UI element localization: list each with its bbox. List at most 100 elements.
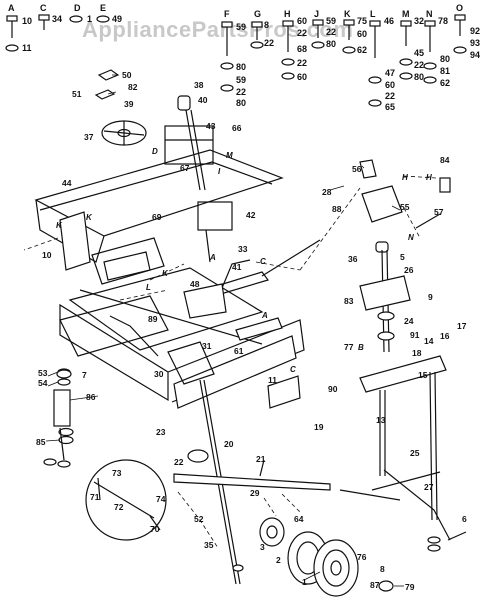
bracket-56: [359, 159, 377, 179]
spindle-washer-23: [427, 544, 441, 552]
callout-36: 36: [348, 254, 358, 264]
steering-linkage: [183, 239, 321, 409]
steering-gear: [187, 449, 209, 463]
callout-84: 84: [440, 155, 450, 165]
kit-letter-j: J: [314, 9, 319, 19]
callout-41: 41: [232, 262, 242, 272]
ref-c-1: C: [260, 257, 266, 266]
frame-support-plate: [103, 251, 151, 281]
kit-o-part-2: 93: [470, 38, 480, 48]
callout-14: 14: [424, 336, 434, 346]
washer-7c: [57, 460, 71, 468]
kit-h-part-3: 68: [297, 44, 307, 54]
kit-m-part-1: 32: [414, 16, 424, 26]
axle-arm: [383, 469, 451, 541]
bracket-48: [183, 283, 227, 319]
kit-l-part-3: 60: [385, 80, 395, 90]
callout-91: 91: [410, 330, 420, 340]
callout-33: 33: [238, 244, 248, 254]
callout-15: 15: [418, 370, 428, 380]
frame-tie-bar: [79, 289, 263, 345]
ref-h-1: H: [402, 173, 408, 182]
kit-letter-n: N: [426, 9, 433, 19]
kit-letter-c: C: [40, 3, 47, 13]
callout-64: 64: [294, 514, 304, 524]
callout-29: 29: [250, 488, 260, 498]
spindle-washer-22: [427, 536, 441, 544]
kit-letter-o: O: [456, 3, 463, 13]
kit-e-part-1: 49: [112, 14, 122, 24]
kit-l-part-1: 46: [384, 16, 394, 26]
right-steering-assembly: [359, 159, 451, 353]
callout-7: 7: [82, 370, 87, 380]
kit-m-part-3: 22: [414, 60, 424, 70]
frame-left-plate: [59, 211, 91, 271]
steering-column-bracket: [164, 125, 214, 165]
kit-a-bolt-head: [6, 15, 18, 22]
reference-lines: [23, 175, 437, 549]
dash-support: [197, 201, 233, 231]
kit-m-bolt-head: [400, 20, 412, 27]
kit-j-bolt-head: [312, 19, 324, 26]
kit-j-part-3: 80: [326, 39, 336, 49]
kit-h-nut: [281, 72, 295, 80]
callout-88: 88: [332, 204, 342, 214]
callout-5: 5: [400, 252, 405, 262]
kit-m-washer: [399, 58, 413, 66]
kit-l-washer: [368, 76, 382, 84]
kit-j-nut: [311, 41, 325, 49]
callout-77: 77: [344, 342, 354, 352]
ref-h-2: H: [426, 173, 432, 182]
kit-m-part-2: 45: [414, 48, 424, 58]
kit-g-bolt-head: [251, 21, 263, 28]
kit-d-nut: [69, 15, 83, 23]
ref-k-2: K: [86, 213, 93, 222]
callout-18: 18: [412, 348, 422, 358]
kit-c-bolt-head: [38, 14, 50, 21]
kit-l-bolt-head: [369, 20, 381, 27]
callout-20: 20: [224, 439, 234, 449]
ref-a-1: A: [209, 253, 216, 262]
callout-54: 54: [38, 378, 48, 388]
kit-c-part-1: 34: [52, 14, 62, 24]
callout-44: 44: [62, 178, 72, 188]
kit-d-part-1: 1: [87, 14, 92, 24]
callout-8: 8: [380, 564, 385, 574]
kit-letter-d: D: [74, 3, 81, 13]
ref-d-1: D: [152, 147, 158, 156]
kit-n-part-1: 78: [438, 16, 448, 26]
ref-n-1: N: [408, 233, 414, 242]
frame-side-rail: [68, 267, 264, 351]
kit-g-part-2: 22: [264, 38, 274, 48]
washer-54: [57, 378, 71, 386]
frame-crossmember: [91, 237, 165, 285]
kit-l-part-5: 65: [385, 102, 395, 112]
callout-61: 61: [234, 346, 244, 356]
tie-rod-link: [235, 317, 283, 341]
rod-57: [415, 213, 441, 229]
kit-j-part-2: 22: [326, 27, 336, 37]
kit-k-part-2: 60: [357, 29, 367, 39]
callout-9: 9: [428, 292, 433, 302]
kit-f-bolt-head: [221, 21, 233, 28]
hardware-kits: A 10 11 C 34 D 1 E 49 F 59 80 59 22 80 G: [5, 3, 480, 112]
callout-70: 70: [150, 524, 160, 534]
shaft-collar: [232, 564, 244, 572]
callout-27: 27: [424, 482, 434, 492]
kit-h-bolt-head: [282, 20, 294, 27]
steering-rod: [261, 239, 321, 277]
flag-84: [439, 177, 451, 193]
reference-letters: A A B C C D H H I K K K L M N: [56, 147, 432, 374]
ref-k-1: K: [56, 221, 63, 230]
kit-k-nut: [342, 46, 356, 54]
callout-10: 10: [42, 250, 52, 260]
wheels: [259, 517, 394, 597]
kit-f-part-5: 80: [236, 98, 246, 108]
front-wheel-1: [313, 539, 359, 597]
kit-n-part-2: 80: [440, 54, 450, 64]
steering-box-55: [361, 185, 403, 223]
kit-letter-e: E: [100, 3, 106, 13]
kit-letter-g: G: [254, 9, 261, 19]
callout-56: 56: [352, 164, 362, 174]
inset-rod-72: [93, 481, 155, 519]
